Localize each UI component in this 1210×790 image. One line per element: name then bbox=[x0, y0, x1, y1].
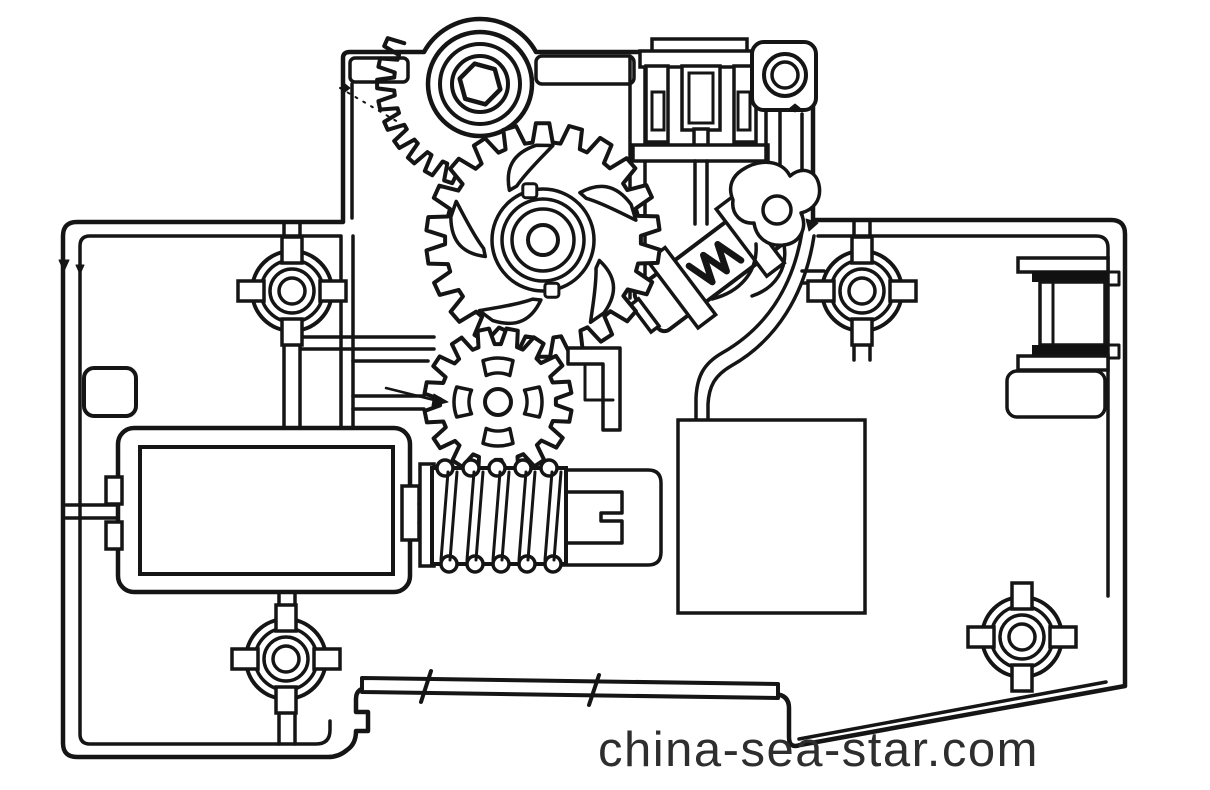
device-housing-outline bbox=[60, 16, 1128, 760]
blank-label-square bbox=[676, 418, 867, 615]
mounting-boss-bottom-left bbox=[230, 603, 342, 715]
large-spur-gear-with-hex-bolt bbox=[375, 29, 535, 189]
side-contact-block bbox=[1005, 256, 1121, 454]
center-spur-gear bbox=[424, 121, 662, 359]
inner-wall-lines bbox=[78, 54, 1110, 746]
small-spur-gear bbox=[422, 326, 574, 478]
din-rail-foot-bar bbox=[360, 669, 780, 707]
motor-block bbox=[104, 425, 435, 595]
worm-gear bbox=[418, 346, 663, 574]
mounting-boss-top-right bbox=[806, 235, 918, 347]
watermark-text: china-sea-star.com bbox=[598, 723, 1039, 777]
mounting-boss-top-left bbox=[236, 235, 348, 347]
stray-marks bbox=[58, 83, 819, 407]
latch-pawl bbox=[710, 160, 822, 301]
mounting-boss-bottom-right bbox=[966, 581, 1078, 693]
